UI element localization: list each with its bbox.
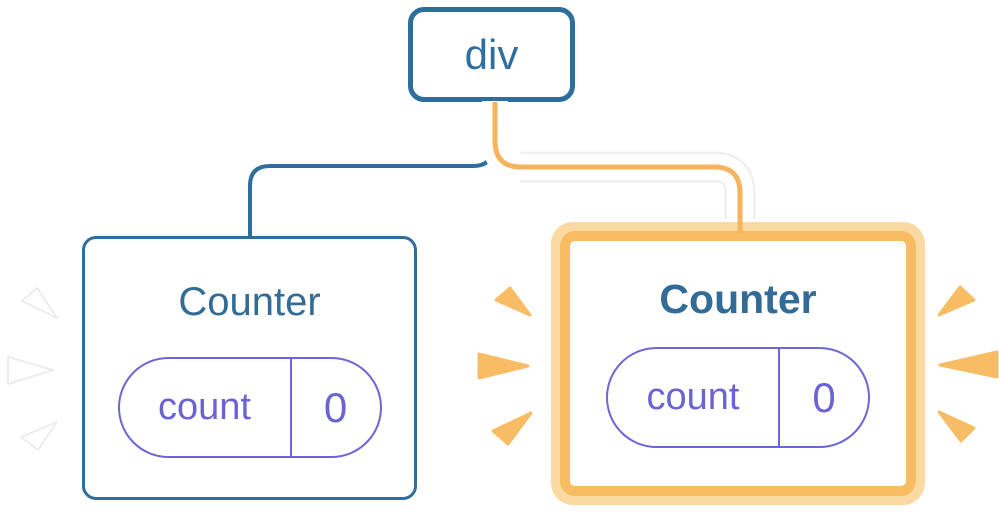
sparkle-icon — [938, 350, 999, 379]
sparkle-icon — [491, 411, 533, 446]
state-value: 0 — [323, 383, 348, 431]
sparkle-icon — [477, 352, 530, 380]
counter-left-title: Counter — [178, 280, 321, 324]
sparkle-icon — [494, 286, 532, 317]
state-key-label: count — [120, 359, 292, 456]
sparkle-icon — [937, 410, 976, 443]
edge-tube-white — [482, 101, 753, 219]
white-sparkle-burst — [7, 287, 58, 451]
edge-tube-orange-core — [492, 102, 743, 233]
sparkle-icon — [21, 287, 58, 319]
node-div-label: div — [464, 30, 519, 78]
node-div: div — [408, 7, 575, 102]
sparkle-icon — [7, 356, 54, 385]
node-counter-right: Counter count 0 — [560, 231, 916, 496]
edge-div-to-left-counter — [248, 104, 495, 237]
counter-right-state-pill: count 0 — [606, 347, 870, 448]
counter-right-title: Counter — [659, 276, 817, 322]
state-key-label: count — [608, 349, 780, 446]
sparkle-icon — [20, 421, 58, 451]
orange-sparkle-burst-left — [477, 286, 533, 446]
counter-left-state-pill: count 0 — [117, 357, 382, 458]
state-value: 0 — [812, 373, 836, 421]
sparkle-icon — [937, 285, 976, 317]
orange-sparkle-burst-right — [937, 285, 999, 443]
edge-tube-outline — [520, 151, 756, 219]
node-counter-left: Counter count 0 — [82, 236, 417, 500]
node-counter-right-highlight: Counter count 0 — [551, 222, 925, 505]
